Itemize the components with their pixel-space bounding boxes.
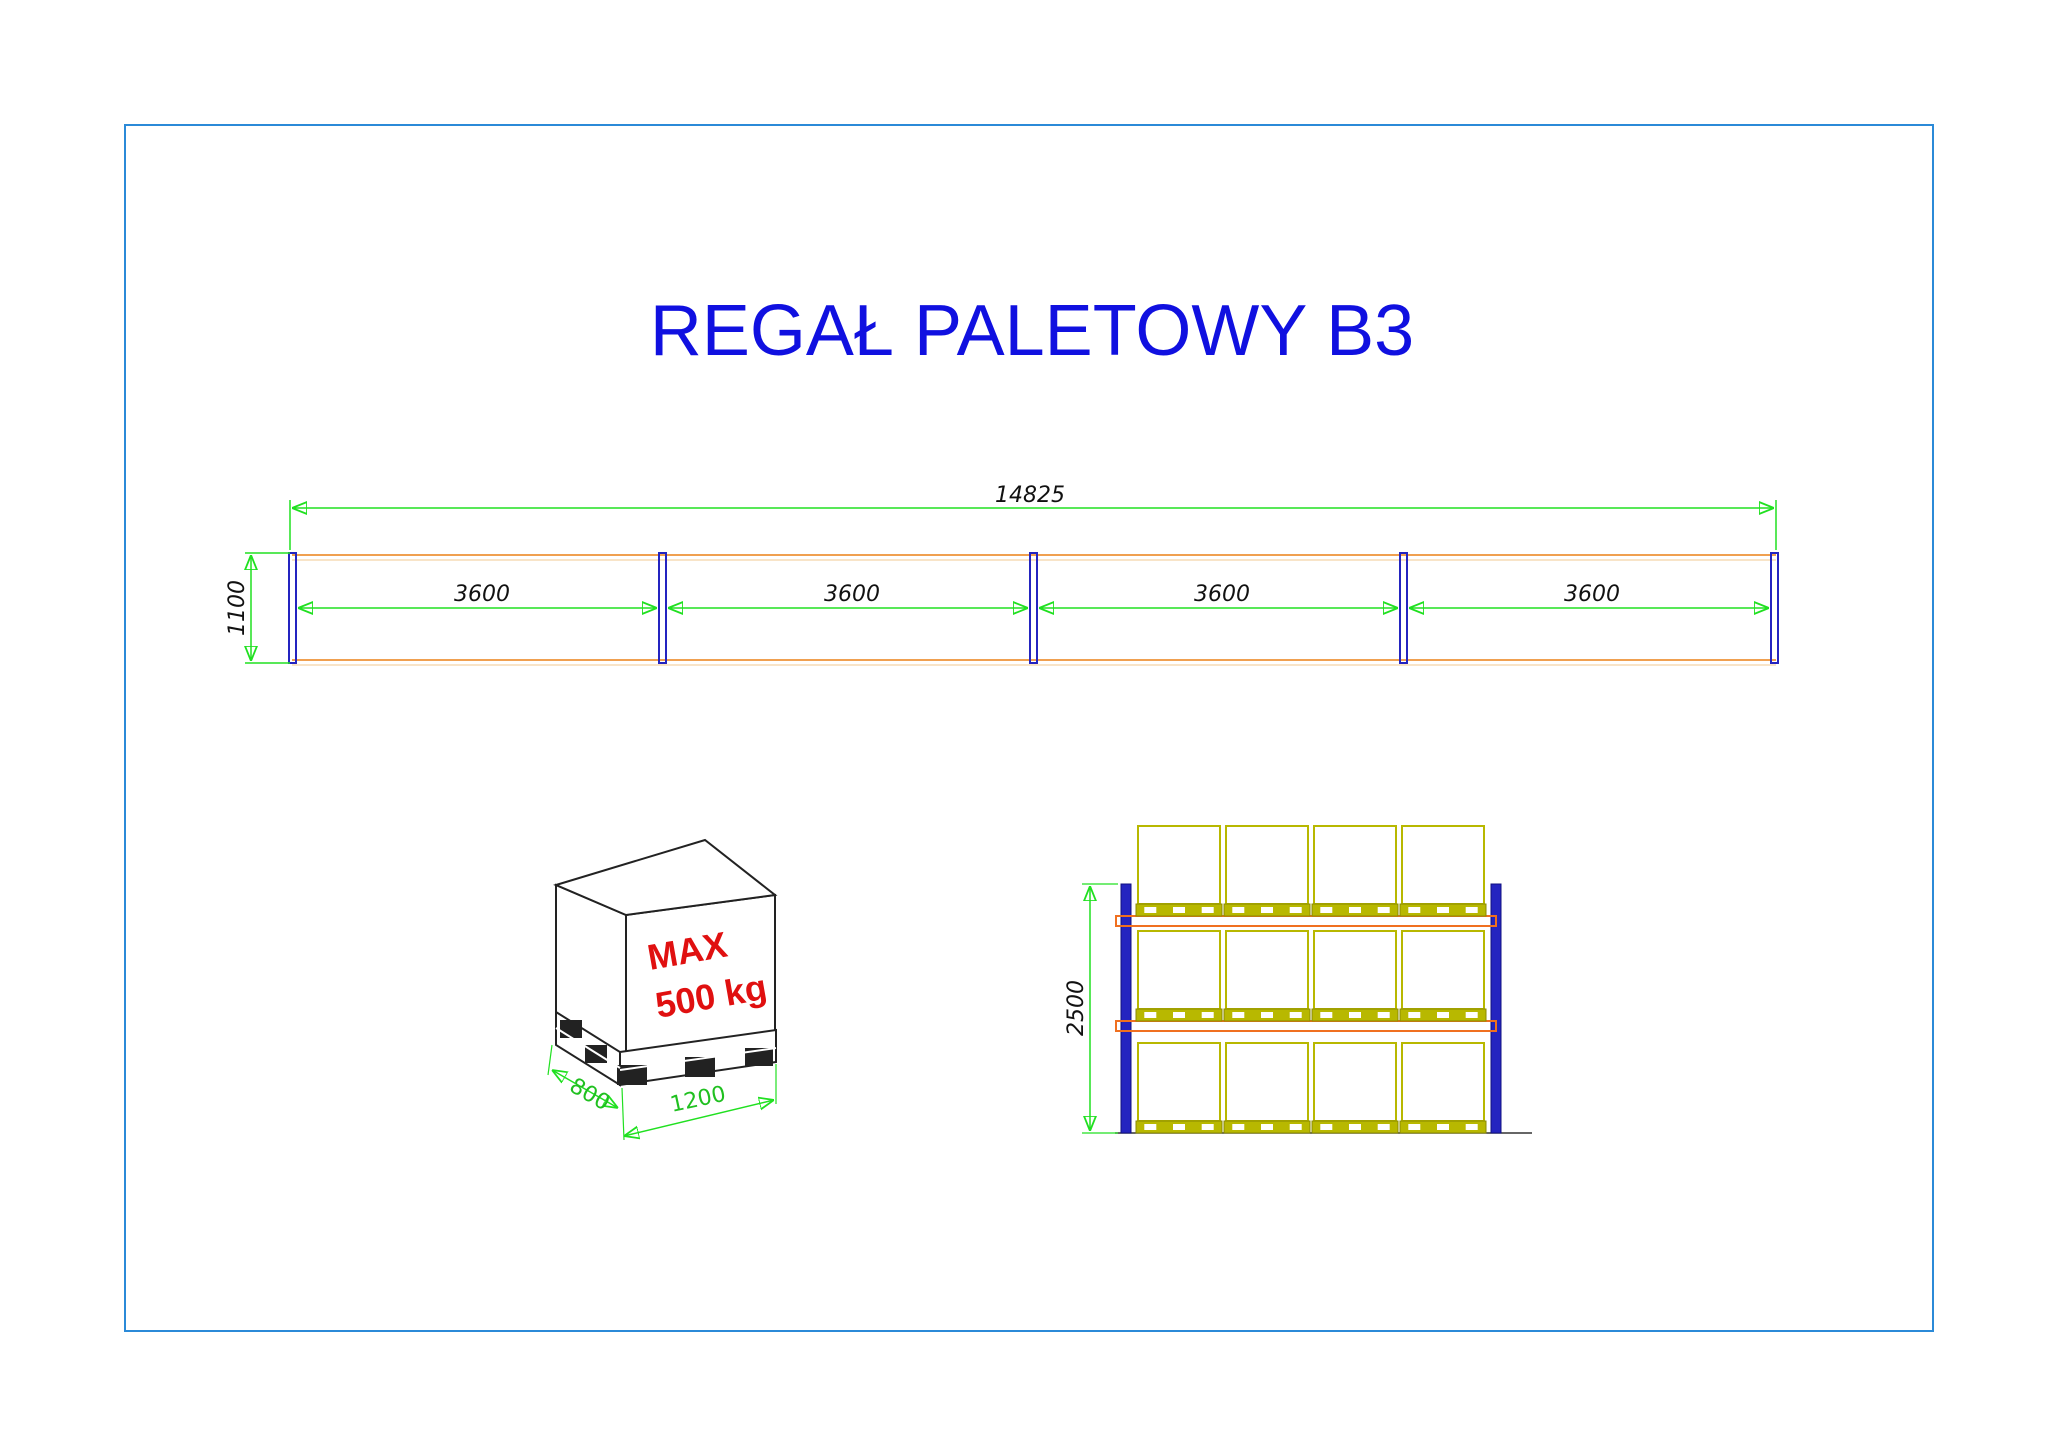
pallet-load <box>1137 825 1221 905</box>
drawing-title: REGAŁ PALETOWY B3 <box>650 291 1414 371</box>
pallet-load <box>1137 1042 1221 1122</box>
pallet-load <box>1401 1042 1485 1122</box>
pallet-fork-opening <box>1289 907 1302 913</box>
pallet-fork-opening <box>1289 1012 1302 1018</box>
drawing-frame <box>124 124 1934 1332</box>
elevation-pallet <box>1311 1042 1399 1134</box>
pallet-fork-opening <box>1232 1124 1245 1130</box>
elevation-pallet <box>1135 825 1223 917</box>
pallet-fork-opening <box>1349 907 1361 913</box>
pallet-width-dimension <box>552 1070 618 1108</box>
pallet-fork-opening <box>1377 1124 1390 1130</box>
elevation-pallet <box>1399 825 1487 917</box>
rack-elevation: 2500 <box>1064 825 1532 1134</box>
pallet-fork-opening <box>1144 907 1157 913</box>
pallet-width-label: 800 <box>565 1074 614 1117</box>
pallet-isometric: MAX 500 kg 800 1200 <box>547 838 778 1141</box>
pallet-load <box>1225 825 1309 905</box>
plan-upright <box>1029 552 1038 664</box>
pallet-load <box>1401 825 1485 905</box>
pallet-width-ext <box>547 1044 553 1076</box>
elevation-pallets <box>1135 825 1487 1134</box>
pallet-fork-opening <box>1320 1012 1333 1018</box>
pallet-load <box>1313 930 1397 1010</box>
pallet-fork-opening <box>1349 1012 1361 1018</box>
bay-length-label: 3600 <box>1194 582 1250 607</box>
pallet-fork-opening <box>1201 907 1214 913</box>
pallet-load <box>1313 825 1397 905</box>
height-label: 2500 <box>1064 980 1089 1036</box>
pallet-fork-opening <box>1232 1012 1245 1018</box>
pallet-length-ext <box>621 1087 625 1141</box>
pallet-load <box>1225 930 1309 1010</box>
pallet-load <box>1225 1042 1309 1122</box>
elevation-upright <box>1490 883 1502 1134</box>
bay-length-label: 3600 <box>1564 582 1620 607</box>
pallet-fork-opening <box>1261 1124 1273 1130</box>
pallet-fork-opening <box>1144 1012 1157 1018</box>
plan-upright <box>1770 552 1779 664</box>
pallet-block <box>745 1048 773 1066</box>
pallet-fork-opening <box>1201 1012 1214 1018</box>
pallet-fork-opening <box>1349 1124 1361 1130</box>
depth-label: 1100 <box>225 580 250 636</box>
elevation-pallet <box>1135 930 1223 1022</box>
pallet-fork-opening <box>1465 907 1478 913</box>
elevation-pallet <box>1311 930 1399 1022</box>
elevation-pallet <box>1311 825 1399 917</box>
pallet-fork-opening <box>1320 1124 1333 1130</box>
bay-length-label: 3600 <box>824 582 880 607</box>
pallet-fork-opening <box>1173 1124 1185 1130</box>
elevation-upright <box>1120 883 1132 1134</box>
plan-upright <box>658 552 667 664</box>
pallet-fork-opening <box>1465 1124 1478 1130</box>
pallet-block <box>685 1057 715 1077</box>
elevation-pallet <box>1135 1042 1223 1134</box>
pallet-fork-opening <box>1437 907 1449 913</box>
elevation-pallet <box>1223 825 1311 917</box>
pallet-load <box>1401 930 1485 1010</box>
pallet-slat <box>619 1047 777 1071</box>
pallet-fork-opening <box>1465 1012 1478 1018</box>
pallet-fork-opening <box>1408 1124 1421 1130</box>
pallet-load <box>1137 930 1221 1010</box>
pallet-fork-opening <box>1320 907 1333 913</box>
elevation-pallet <box>1223 1042 1311 1134</box>
elevation-beam <box>1115 915 1497 927</box>
load-box-top <box>553 838 778 917</box>
pallet-fork-opening <box>1201 1124 1214 1130</box>
pallet-fork-opening <box>1408 907 1421 913</box>
pallet-fork-opening <box>1377 1012 1390 1018</box>
pallet-fork-opening <box>1437 1012 1449 1018</box>
pallet-fork-opening <box>1144 1124 1157 1130</box>
pallet-fork-opening <box>1173 1012 1185 1018</box>
pallet-slat <box>555 1027 621 1069</box>
elevation-pallet <box>1399 1042 1487 1134</box>
pallet-fork-opening <box>1173 907 1185 913</box>
pallet-block <box>560 1020 582 1038</box>
pallet-fork-opening <box>1289 1124 1302 1130</box>
pallet-load <box>1313 1042 1397 1122</box>
pallet-length-dimension <box>624 1100 774 1136</box>
elevation-pallet <box>1399 930 1487 1022</box>
pallet-fork-opening <box>1261 907 1273 913</box>
plan-upright <box>1399 552 1408 664</box>
bay-length-label: 3600 <box>454 582 510 607</box>
pallet-fork-opening <box>1377 907 1390 913</box>
pallet-fork-opening <box>1437 1124 1449 1130</box>
elevation-beam <box>1115 1020 1497 1032</box>
plan-upright <box>288 552 297 664</box>
plan-view: 14825 1100 3600 3600 3600 3600 <box>225 483 1779 666</box>
pallet-fork-opening <box>1232 907 1245 913</box>
elevation-pallet <box>1223 930 1311 1022</box>
overall-length-label: 14825 <box>995 483 1065 508</box>
pallet-fork-opening <box>1261 1012 1273 1018</box>
pallet-fork-opening <box>1408 1012 1421 1018</box>
